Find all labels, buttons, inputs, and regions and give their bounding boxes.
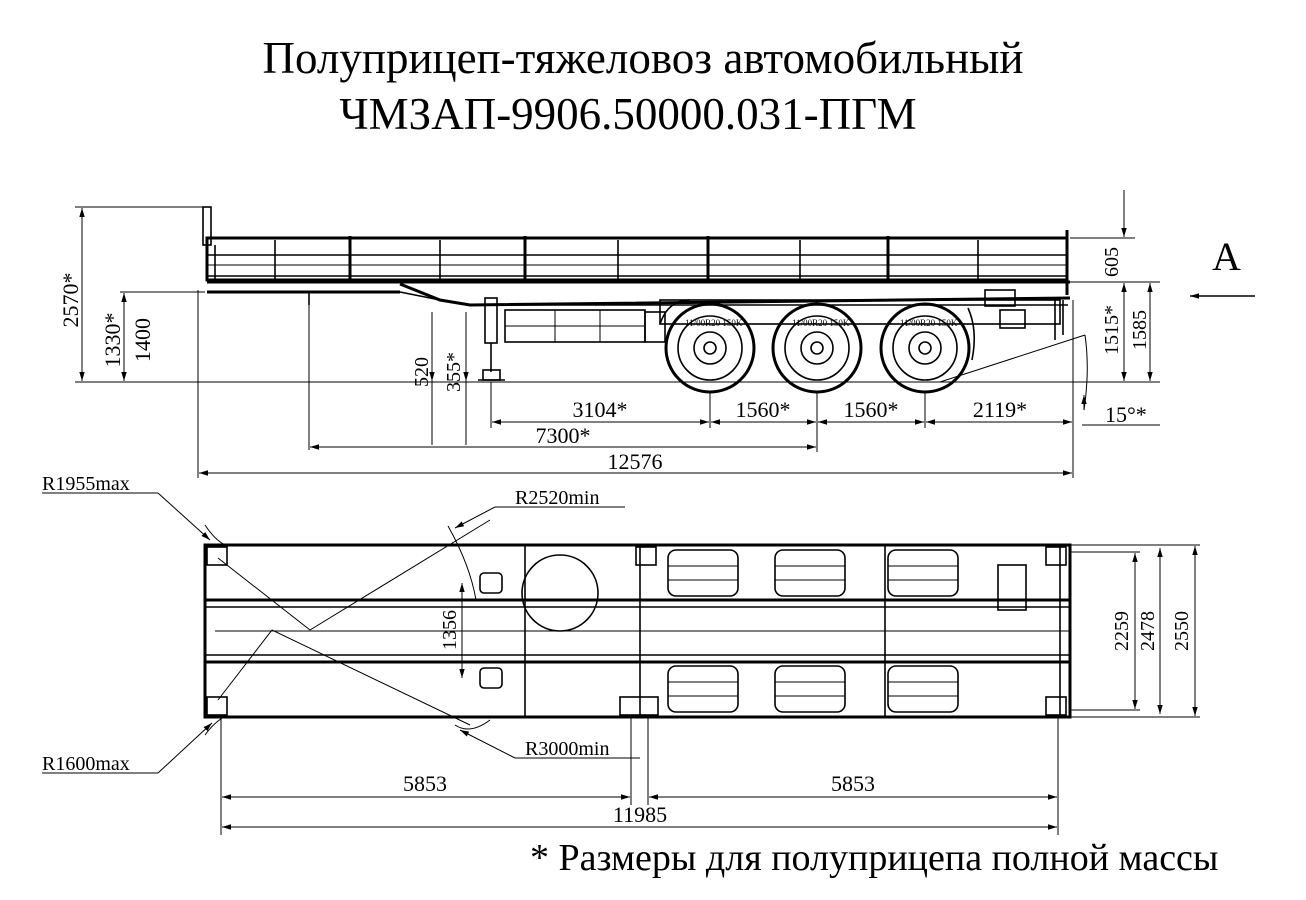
tire-marking-3: 11/00R20 150K — [900, 318, 958, 328]
dim-520: 520 — [411, 357, 433, 387]
dim-1515: 1515* — [1101, 305, 1123, 355]
main-frame — [207, 280, 1071, 307]
radius-r1955: R1955max — [42, 473, 130, 495]
dim-1400: 1400 — [130, 318, 155, 362]
radius-r3000: R3000min — [525, 738, 609, 760]
view-a-label: А — [1212, 234, 1241, 279]
dim-2478: 2478 — [1137, 611, 1159, 651]
landing-gear — [478, 297, 505, 381]
dim-11985: 11985 — [613, 802, 667, 827]
dim-2570: 2570* — [58, 273, 83, 328]
wheel-3: 11/00R20 150K — [879, 302, 971, 394]
tire-marking-2: 11/00R20 150K — [792, 318, 850, 328]
dim-1330: 1330* — [100, 313, 125, 368]
drawing-title-line2: ЧМЗАП-9906.50000.031-ПГМ — [339, 89, 917, 139]
dim-3104: 3104* — [573, 397, 628, 422]
suspension-bellows — [667, 549, 959, 713]
dim-2119: 2119* — [973, 397, 1027, 422]
dim-1585: 1585 — [1129, 310, 1151, 350]
dim-5853-b: 5853 — [831, 771, 875, 796]
side-boards — [205, 230, 1069, 295]
dim-12576: 12576 — [608, 449, 663, 474]
wheel-2: 11/00R20 150K — [771, 302, 863, 394]
radius-r1600: R1600max — [42, 753, 130, 775]
dim-7300: 7300* — [536, 423, 591, 448]
tire-marking-1: 11/00R20 150K — [685, 318, 743, 328]
wheel-1: 11/00R20 150K — [664, 302, 756, 394]
angle-label: 15°* — [1105, 402, 1147, 427]
side-view: 11/00R20 150K 11/00R20 150K 11/00R20 150… — [58, 190, 1255, 478]
radius-r2520: R2520min — [515, 487, 599, 509]
dim-2259: 2259 — [1111, 611, 1133, 651]
dim-1560-a: 1560* — [736, 397, 791, 422]
top-view: R1955max R2520min R1600max R3000min 1356… — [42, 473, 1200, 835]
dim-2550: 2550 — [1171, 611, 1193, 651]
dim-1560-b: 1560* — [844, 397, 899, 422]
dim-5853-a: 5853 — [403, 771, 447, 796]
dim-605: 605 — [1101, 247, 1123, 277]
drawing-title-line1: Полуприцеп-тяжеловоз автомобильный — [262, 33, 1024, 83]
dim-355: 355* — [443, 352, 465, 392]
dim-1356: 1356 — [439, 610, 461, 650]
footnote: * Размеры для полуприцепа полной массы — [530, 837, 1219, 879]
